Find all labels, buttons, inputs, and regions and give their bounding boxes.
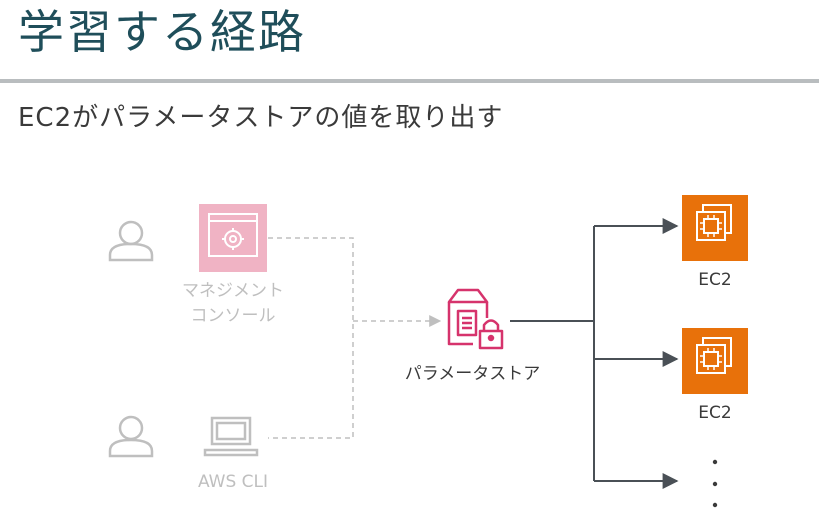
cli-label: AWS CLI [197,472,269,492]
management-console-icon[interactable] [199,204,267,272]
ellipsis-vertical [712,459,718,508]
page-title: 学習する経路 [18,5,306,59]
laptop-icon[interactable] [203,416,259,457]
parameter-store-label: パラメータストア [404,364,541,384]
dashed-connector [268,237,442,439]
title-divider [0,79,819,83]
parameter-store-icon[interactable] [447,288,504,350]
user-icon [108,220,154,262]
ec2-label-1: EC2 [698,270,732,290]
ec2-instance-icon[interactable] [682,328,748,394]
ec2-label-2: EC2 [698,403,732,423]
ec2-instance-icon[interactable] [682,195,748,261]
connector-lines [510,218,679,489]
console-label-line2: コンソール [190,306,276,326]
user-icon [108,415,154,458]
console-label-line1: マネジメント [182,281,284,301]
page-subtitle: EC2がパラメータストアの値を取り出す [18,103,504,133]
